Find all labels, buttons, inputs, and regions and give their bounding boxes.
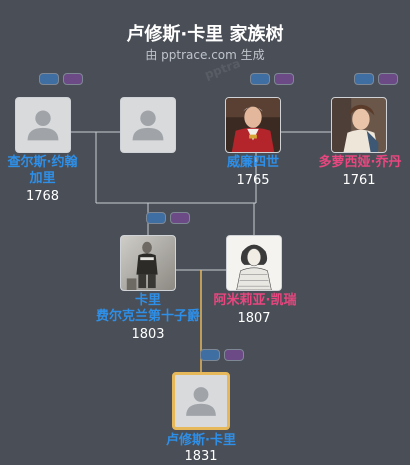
person-photo-william[interactable]	[225, 97, 281, 153]
person-photo-unknown[interactable]	[120, 97, 176, 153]
person-year-william: 1765	[236, 173, 270, 188]
person-year-cary: 1803	[131, 327, 165, 342]
person-name-lucius[interactable]: 卢修斯·卡里	[166, 433, 236, 448]
person-tags[interactable]	[250, 73, 294, 85]
person-year-dorothea: 1761	[342, 173, 376, 188]
person-name-cary-line1[interactable]: 卡里	[134, 293, 161, 308]
tag-blue[interactable]	[200, 349, 220, 361]
person-tags[interactable]	[354, 73, 398, 85]
tag-purple[interactable]	[170, 212, 190, 224]
person-name-william[interactable]: 威廉四世	[226, 155, 279, 170]
person-name-amelia[interactable]: 阿米莉亚·凯瑞	[213, 293, 297, 308]
portrait-amelia	[227, 236, 281, 290]
tag-blue[interactable]	[146, 212, 166, 224]
tag-purple[interactable]	[224, 349, 244, 361]
person-tags[interactable]	[200, 349, 244, 361]
person-tags[interactable]	[146, 212, 190, 224]
tag-purple[interactable]	[274, 73, 294, 85]
page-title: 卢修斯·卡里 家族树	[126, 24, 284, 45]
person-name-charles-line2[interactable]: 加里	[29, 171, 56, 186]
tag-blue[interactable]	[354, 73, 374, 85]
portrait-dorothea	[332, 98, 386, 152]
person-name-charles-line1[interactable]: 查尔斯·约翰	[7, 155, 78, 170]
portrait-cary	[121, 236, 175, 290]
tag-blue[interactable]	[39, 73, 59, 85]
person-photo-cary[interactable]	[120, 235, 176, 291]
person-year-charles: 1768	[25, 189, 60, 204]
tag-purple[interactable]	[378, 73, 398, 85]
person-tags[interactable]	[39, 73, 83, 85]
person-name-cary-line2[interactable]: 费尔克兰第十子爵	[95, 309, 200, 324]
person-photo-amelia[interactable]	[226, 235, 282, 291]
tag-blue[interactable]	[250, 73, 270, 85]
tag-purple[interactable]	[63, 73, 83, 85]
person-silhouette-icon	[132, 110, 164, 141]
person-photo-dorothea[interactable]	[331, 97, 387, 153]
person-silhouette-icon	[186, 387, 216, 416]
page-subtitle: 由 pptrace.com 生成	[145, 48, 265, 62]
person-name-dorothea[interactable]: 多萝西娅·乔丹	[318, 155, 402, 170]
person-year-amelia: 1807	[237, 311, 271, 326]
person-silhouette-icon	[27, 110, 59, 141]
person-year-lucius: 1831	[184, 449, 218, 464]
portrait-william	[226, 98, 280, 152]
person-photo-lucius[interactable]	[172, 372, 230, 430]
person-photo-charles[interactable]	[15, 97, 71, 153]
